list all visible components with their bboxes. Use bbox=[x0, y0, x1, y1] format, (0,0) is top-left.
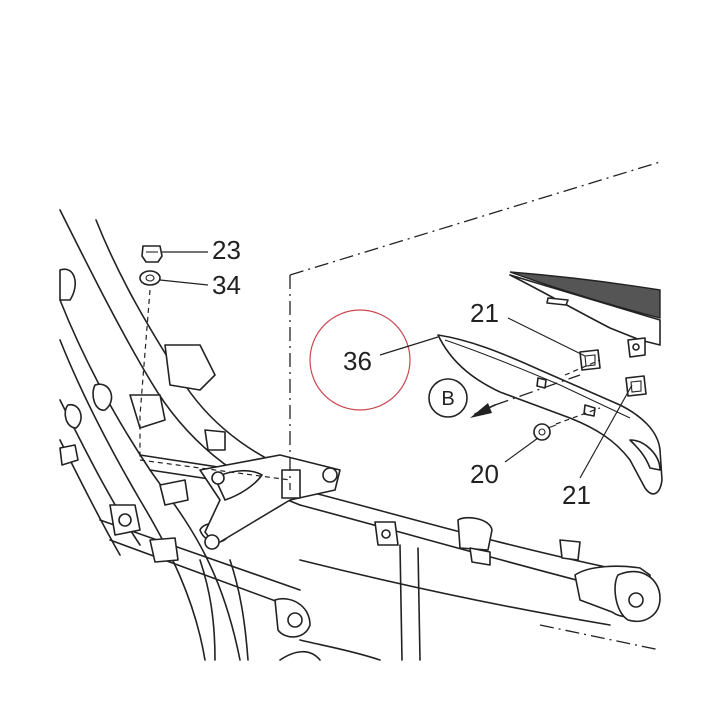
callout-36: 36 bbox=[343, 346, 372, 376]
screw-axis-line bbox=[555, 407, 601, 425]
view-b-label: B bbox=[441, 388, 454, 410]
callout-21-top: 21 bbox=[470, 298, 499, 328]
clip-21-bottom bbox=[625, 375, 647, 397]
screw-20 bbox=[533, 423, 557, 441]
callout-20: 20 bbox=[470, 459, 499, 489]
rail-cover-36 bbox=[437, 334, 663, 495]
view-direction-arrow-icon bbox=[470, 403, 492, 418]
nut-23 bbox=[141, 245, 163, 263]
callout-23: 23 bbox=[212, 235, 241, 265]
highlight-circle bbox=[309, 309, 411, 411]
seat-bracket bbox=[199, 429, 341, 550]
washer-34 bbox=[139, 270, 161, 286]
detail-boundary bbox=[289, 161, 661, 651]
view-b-circle bbox=[428, 378, 468, 418]
clip-21-top bbox=[579, 349, 601, 371]
callout-34: 34 bbox=[212, 270, 241, 300]
frame-assembly bbox=[59, 209, 381, 661]
leader-lines bbox=[159, 251, 633, 479]
callout-21-bottom: 21 bbox=[562, 480, 591, 510]
rear-cover bbox=[509, 271, 661, 358]
rear-subframe-rails bbox=[294, 487, 661, 661]
view-b-marker: B bbox=[428, 374, 581, 418]
fastener-axis-line bbox=[139, 289, 151, 460]
